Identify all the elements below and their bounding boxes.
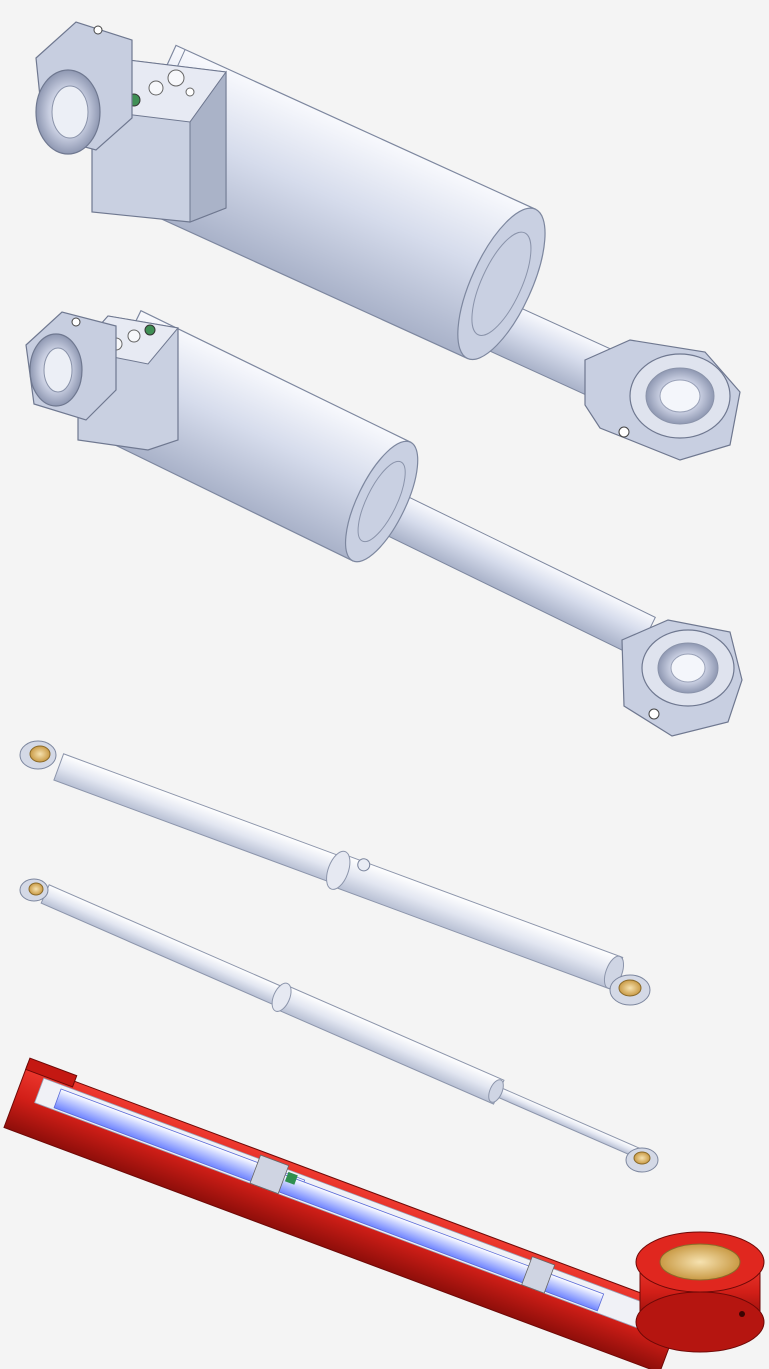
cutaway-rod-eye	[635, 1231, 765, 1353]
rod-eye-one	[584, 339, 741, 461]
cylinder-one	[35, 21, 741, 461]
rod-eye-two	[621, 619, 743, 737]
telescopic-cylinder-extended	[19, 878, 659, 1173]
telescopic-cylinder-retracted	[19, 740, 651, 1006]
cutaway-cylinder	[3, 1057, 765, 1369]
cylinder-two	[25, 309, 743, 737]
